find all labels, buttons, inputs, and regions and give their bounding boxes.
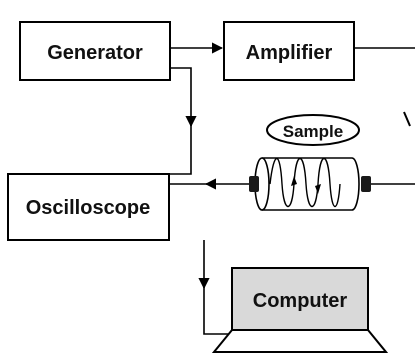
sample-callout: Sample <box>266 114 360 146</box>
laptop-screen <box>231 267 369 331</box>
laptop-icon: Computer <box>211 267 389 353</box>
laptop-keyboard <box>211 329 389 353</box>
amplifier-block: Amplifier <box>223 21 355 81</box>
generator-label: Generator <box>47 42 143 64</box>
oscilloscope-to-computer-line <box>203 284 232 335</box>
amplifier-label: Amplifier <box>246 42 333 64</box>
sample-label: Sample <box>283 122 343 141</box>
right-connector-icon <box>361 176 371 192</box>
oscilloscope-block: Oscilloscope <box>7 173 170 241</box>
generator-block: Generator <box>19 21 171 81</box>
right-edge-mark <box>403 111 411 127</box>
left-connector-icon <box>249 176 259 192</box>
generator-to-oscilloscope-arrow <box>170 67 197 128</box>
computer-label: Computer <box>253 290 348 312</box>
oscilloscope-label: Oscilloscope <box>26 197 151 219</box>
generator-to-oscilloscope-line <box>169 122 192 175</box>
sample-coil-icon <box>249 157 371 211</box>
